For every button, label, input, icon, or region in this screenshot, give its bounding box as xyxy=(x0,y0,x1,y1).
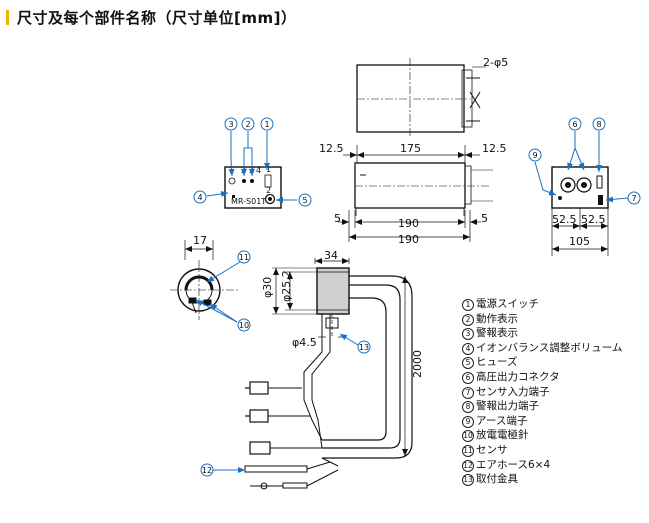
legend-number: 5 xyxy=(462,357,474,370)
dim-width-175: 175 xyxy=(400,142,421,155)
callout-13: 13 xyxy=(359,343,369,352)
top-view xyxy=(356,58,486,138)
cable-assembly xyxy=(244,258,413,490)
sensor-callouts: 11 10 xyxy=(237,250,251,332)
callout-7: 7 xyxy=(631,194,636,203)
dim-cable-34: 34 xyxy=(324,249,338,262)
callout-10: 10 xyxy=(239,321,249,330)
dim-dia-4-5: φ4.5 xyxy=(292,336,317,349)
legend-text: 動作表示 xyxy=(476,312,518,325)
legend-text: センサ xyxy=(476,443,508,456)
rear-panel-leaders xyxy=(534,131,629,203)
dim-side-105: 105 xyxy=(569,235,590,248)
dim-base-left: 5 xyxy=(334,212,341,225)
legend-text: 放電電極針 xyxy=(476,429,529,442)
page-heading: 尺寸及每个部件名称（尺寸单位[mm]） xyxy=(6,6,296,28)
callout-6: 6 xyxy=(572,120,577,129)
panel-top-label-4: 4 xyxy=(256,166,261,175)
dim-dia-25-2: φ25.2 xyxy=(280,270,293,302)
page-title: 尺寸及每个部件名称（尺寸单位[mm]） xyxy=(17,8,297,27)
dim-base-190-a: 190 xyxy=(398,217,419,230)
panel-model-text: MR-S01T xyxy=(231,197,266,206)
legend-number: 7 xyxy=(462,386,474,399)
legend-text: 取付金具 xyxy=(476,473,518,486)
legend-text: イオンバランス調整ボリューム xyxy=(476,341,623,354)
legend-number: 13 xyxy=(462,474,474,487)
callout-1: 1 xyxy=(264,120,269,129)
legend-number: 2 xyxy=(462,313,474,326)
rear-panel-callouts: 6 8 9 7 xyxy=(528,117,641,205)
dim-sensor-17: 17 xyxy=(193,234,207,247)
legend-text: アース端子 xyxy=(476,414,528,427)
callout-12: 12 xyxy=(202,466,212,475)
panel-leaders xyxy=(206,131,297,203)
front-panel: MR-S01T 1 2 3 4 1 2 xyxy=(224,165,282,209)
heading-accent-bar xyxy=(6,9,9,25)
legend-number: 10 xyxy=(462,430,474,443)
legend-text: 警報出力端子 xyxy=(476,400,539,413)
legend-number: 1 xyxy=(462,299,474,311)
callout-9: 9 xyxy=(532,151,537,160)
legend-text: ヒューズ xyxy=(476,356,518,369)
legend-text: 高圧出力コネクタ xyxy=(476,370,560,383)
dim-dia-30: φ30 xyxy=(261,277,274,298)
legend-number: 3 xyxy=(462,328,474,341)
legend-text: 警報表示 xyxy=(476,327,518,340)
panel-right-label-2: 2 xyxy=(266,186,271,195)
width-dimension-lines xyxy=(343,145,480,163)
sensor-head xyxy=(170,240,240,320)
dim-base-right: 5 xyxy=(481,212,488,225)
legend-number: 9 xyxy=(462,415,474,428)
legend-number: 8 xyxy=(462,401,474,414)
callout-3: 3 xyxy=(228,120,233,129)
callout-5: 5 xyxy=(302,196,307,205)
callout-8: 8 xyxy=(596,120,601,129)
base-dimension-lines xyxy=(338,210,481,242)
dim-base-190-b: 190 xyxy=(398,233,419,246)
side-view xyxy=(354,162,493,216)
rear-dimension-lines xyxy=(551,208,609,256)
legend-number: 11 xyxy=(462,444,474,457)
cable-leaders xyxy=(213,333,359,473)
dim-side-52-5-b: 52.5 xyxy=(581,213,606,226)
legend-text: 電源スイッチ xyxy=(476,298,539,310)
dim-side-52-5-a: 52.5 xyxy=(552,213,577,226)
rear-panel xyxy=(551,166,609,209)
legend-number: 12 xyxy=(462,459,474,472)
hole-dimension: 2-φ5 xyxy=(483,56,508,69)
dim-right-margin: 12.5 xyxy=(482,142,507,155)
callout-2: 2 xyxy=(245,120,250,129)
legend-number: 6 xyxy=(462,371,474,384)
dim-length-2000: 2000 xyxy=(411,350,424,378)
legend-number: 4 xyxy=(462,342,474,355)
panel-callouts: 3 2 1 4 5 xyxy=(193,117,312,207)
callout-11: 11 xyxy=(239,253,249,262)
dim-left-margin: 12.5 xyxy=(319,142,344,155)
callout-4: 4 xyxy=(197,193,202,202)
legend-text: センサ入力端子 xyxy=(476,385,550,398)
sensor-leaders xyxy=(195,261,241,323)
cable-callouts: 13 12 xyxy=(200,340,371,477)
legend-text: エアホース6×4 xyxy=(476,458,551,471)
